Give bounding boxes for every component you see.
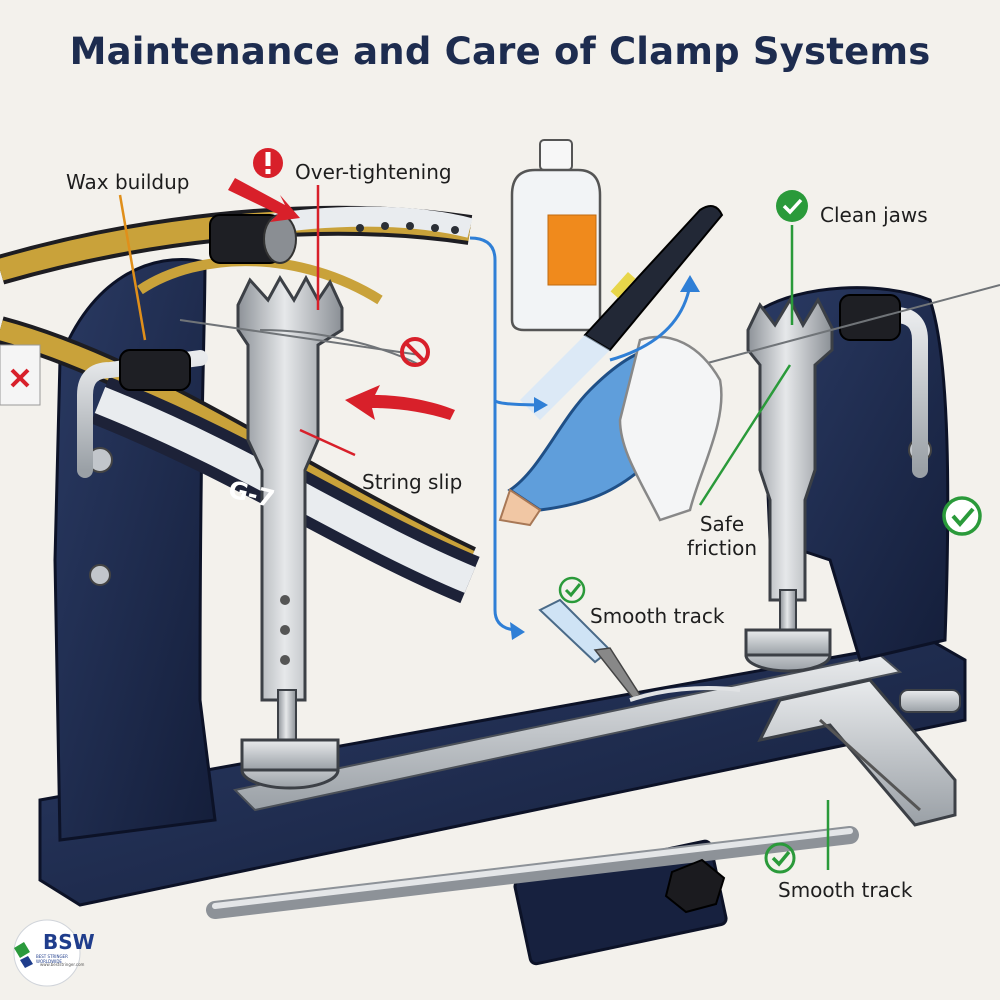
warning-icon <box>253 148 283 178</box>
gloved-hand <box>498 335 723 527</box>
logo-url: www.beststringer.com <box>40 962 85 967</box>
logo-mark <box>13 919 81 987</box>
machine-base <box>38 638 967 966</box>
cleaning-bottle <box>510 139 602 332</box>
right-slider <box>757 678 961 827</box>
left-clamp <box>236 274 344 790</box>
label-wax-buildup: Wax buildup <box>66 170 190 194</box>
check-icon-right <box>942 496 982 536</box>
label-smooth-track-top: Smooth track <box>590 604 725 628</box>
left-mount-arm <box>77 214 297 478</box>
red-arrows <box>228 178 455 420</box>
page-title: Maintenance and Care of Clamp Systems <box>69 30 931 73</box>
pointer-lines <box>118 185 830 870</box>
lubricant-tube <box>538 598 741 702</box>
flow-arrowheads <box>510 275 700 640</box>
logo-subtitle: BEST STRINGER WORLDWIDE <box>36 954 68 964</box>
label-safe-friction-line2: friction <box>686 536 758 560</box>
label-safe-friction: Safe friction <box>682 512 762 560</box>
label-clean-jaws: Clean jaws <box>820 203 928 227</box>
check-icon-clean-jaws <box>776 190 808 222</box>
brand-logo: BSW BEST STRINGER WORLDWIDE www.beststri… <box>6 918 95 988</box>
label-string-slip: String slip <box>362 470 463 494</box>
check-icon-smooth-track-top <box>558 576 586 604</box>
right-clamp <box>744 294 928 673</box>
prohibited-icon <box>400 337 430 367</box>
label-safe-friction-line1: Safe <box>699 512 745 536</box>
label-smooth-track-bottom: Smooth track <box>778 878 913 902</box>
label-over-tightening: Over-tightening <box>295 160 452 184</box>
logo-text: BSW <box>43 930 95 954</box>
check-icon-smooth-track-bottom <box>764 842 796 874</box>
pen-light <box>520 205 724 420</box>
